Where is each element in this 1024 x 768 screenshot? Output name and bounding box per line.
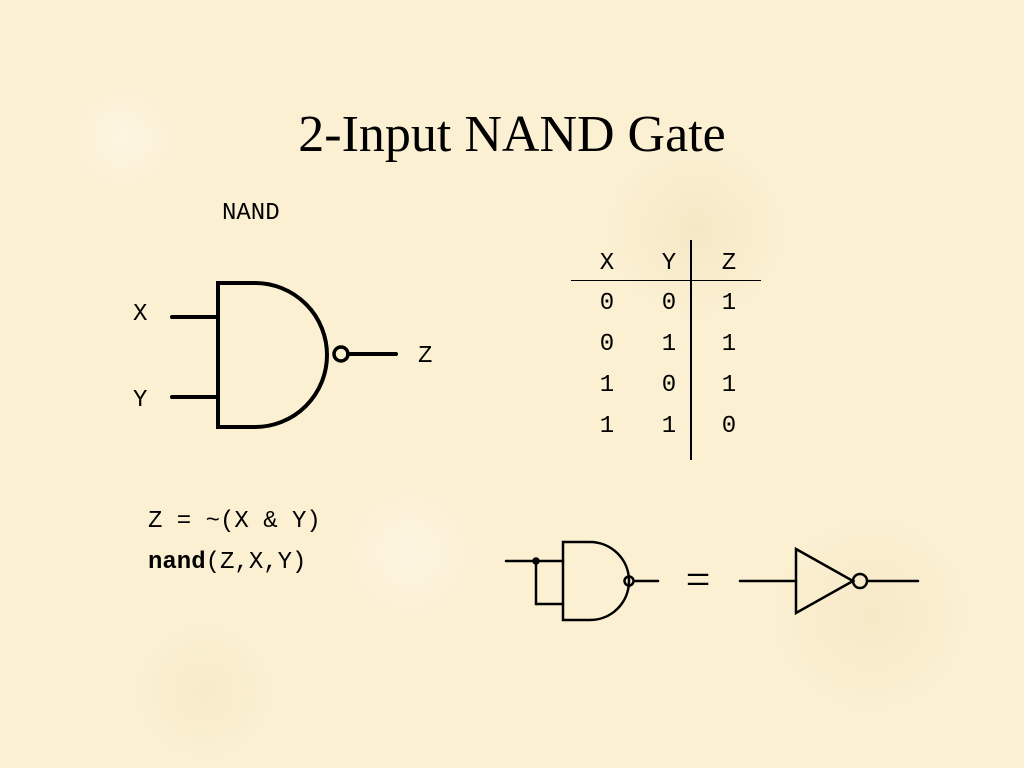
nand-keyword: nand: [148, 549, 206, 576]
inversion-bubble: [332, 345, 350, 363]
slide-title: 2-Input NAND Gate: [298, 106, 726, 163]
row-3-x: 1: [599, 372, 615, 399]
input-x-label: X: [133, 301, 148, 328]
small-nand-gate-body: [561, 540, 631, 622]
row-1-x: 0: [599, 290, 615, 317]
header-y: Y: [661, 250, 677, 277]
header-z: Z: [721, 250, 737, 277]
row-4-z: 0: [721, 413, 737, 440]
nand-call: nand(Z,X,Y): [148, 549, 306, 577]
output-z-label: Z: [418, 343, 433, 370]
inverter-body: [794, 546, 856, 616]
truth-table-divider-vertical: [690, 240, 692, 460]
row-3-z: 1: [721, 372, 737, 399]
row-2-y: 1: [661, 331, 677, 358]
nand-inverter-equivalence: =: [504, 540, 920, 622]
truth-table-divider-horizontal: [571, 280, 761, 281]
input-y-label: Y: [133, 387, 148, 414]
nand-call-args: (Z,X,Y): [205, 549, 307, 576]
row-1-y: 0: [661, 290, 677, 317]
row-4-y: 1: [661, 413, 677, 440]
row-4-x: 1: [599, 413, 615, 440]
row-1-z: 1: [721, 290, 737, 317]
row-2-x: 0: [599, 331, 615, 358]
boolean-expression: Z = ~(X & Y): [148, 508, 321, 535]
equals-sign: =: [686, 555, 711, 604]
nand-gate-body: [216, 281, 329, 429]
row-3-y: 0: [661, 372, 677, 399]
gate-heading: NAND: [222, 200, 280, 227]
header-x: X: [599, 250, 615, 277]
nand-gate-symbol: [170, 281, 398, 429]
row-2-z: 1: [721, 331, 737, 358]
truth-table: X Y Z 0 0 1 0 1 1 1 0 1 1 1 0: [571, 240, 761, 462]
